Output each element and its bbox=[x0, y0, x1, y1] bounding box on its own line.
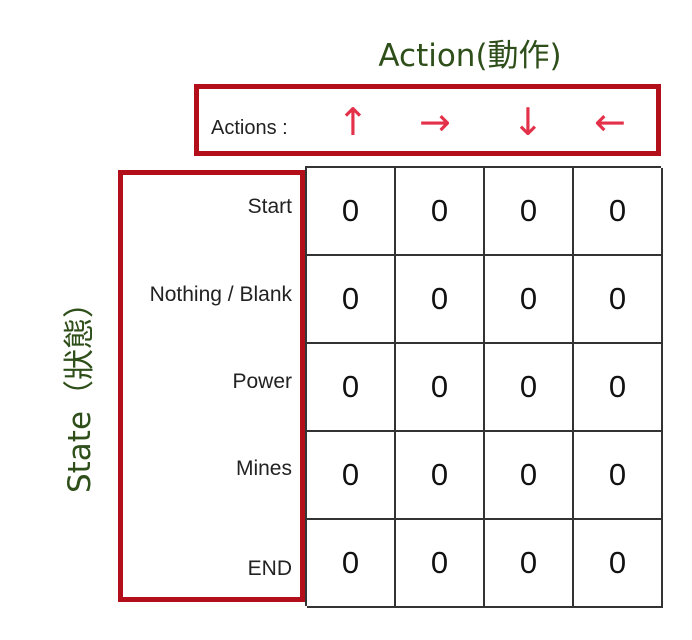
q-cell: 0 bbox=[396, 344, 485, 432]
q-cell: 0 bbox=[485, 168, 574, 256]
q-cell: 0 bbox=[574, 256, 663, 344]
state-label-end: END bbox=[247, 557, 292, 580]
state-title: State（狀態） bbox=[62, 286, 98, 494]
state-label-nothing-blank: Nothing / Blank bbox=[149, 283, 292, 306]
q-cell: 0 bbox=[396, 168, 485, 256]
arrow-up-icon: ↑ bbox=[337, 100, 369, 144]
arrow-left-icon: ← bbox=[594, 100, 626, 144]
q-cell: 0 bbox=[396, 256, 485, 344]
q-cell: 0 bbox=[396, 520, 485, 608]
q-cell: 0 bbox=[485, 432, 574, 520]
arrow-right-icon: → bbox=[419, 100, 451, 144]
q-cell: 0 bbox=[485, 256, 574, 344]
q-cell: 0 bbox=[574, 520, 663, 608]
q-cell: 0 bbox=[307, 168, 396, 256]
q-cell: 0 bbox=[574, 168, 663, 256]
q-cell: 0 bbox=[307, 344, 396, 432]
arrow-down-icon: ↓ bbox=[512, 100, 544, 144]
q-cell: 0 bbox=[307, 432, 396, 520]
q-cell: 0 bbox=[485, 520, 574, 608]
state-label-start: Start bbox=[247, 195, 292, 218]
q-cell: 0 bbox=[574, 432, 663, 520]
actions-label: Actions : bbox=[211, 117, 288, 139]
q-table-grid: 0 0 0 0 0 0 0 0 0 0 0 0 0 0 0 0 0 0 0 0 bbox=[305, 166, 663, 608]
q-cell: 0 bbox=[396, 432, 485, 520]
q-cell: 0 bbox=[574, 344, 663, 432]
q-cell: 0 bbox=[485, 344, 574, 432]
q-cell: 0 bbox=[307, 256, 396, 344]
action-title: Action(動作) bbox=[378, 38, 562, 74]
state-box: Start Nothing / Blank Power Mines END bbox=[118, 170, 305, 602]
state-label-power: Power bbox=[232, 370, 292, 393]
q-cell: 0 bbox=[307, 520, 396, 608]
actions-box: Actions : ↑ → ↓ ← bbox=[194, 84, 661, 156]
state-label-mines: Mines bbox=[235, 457, 292, 480]
